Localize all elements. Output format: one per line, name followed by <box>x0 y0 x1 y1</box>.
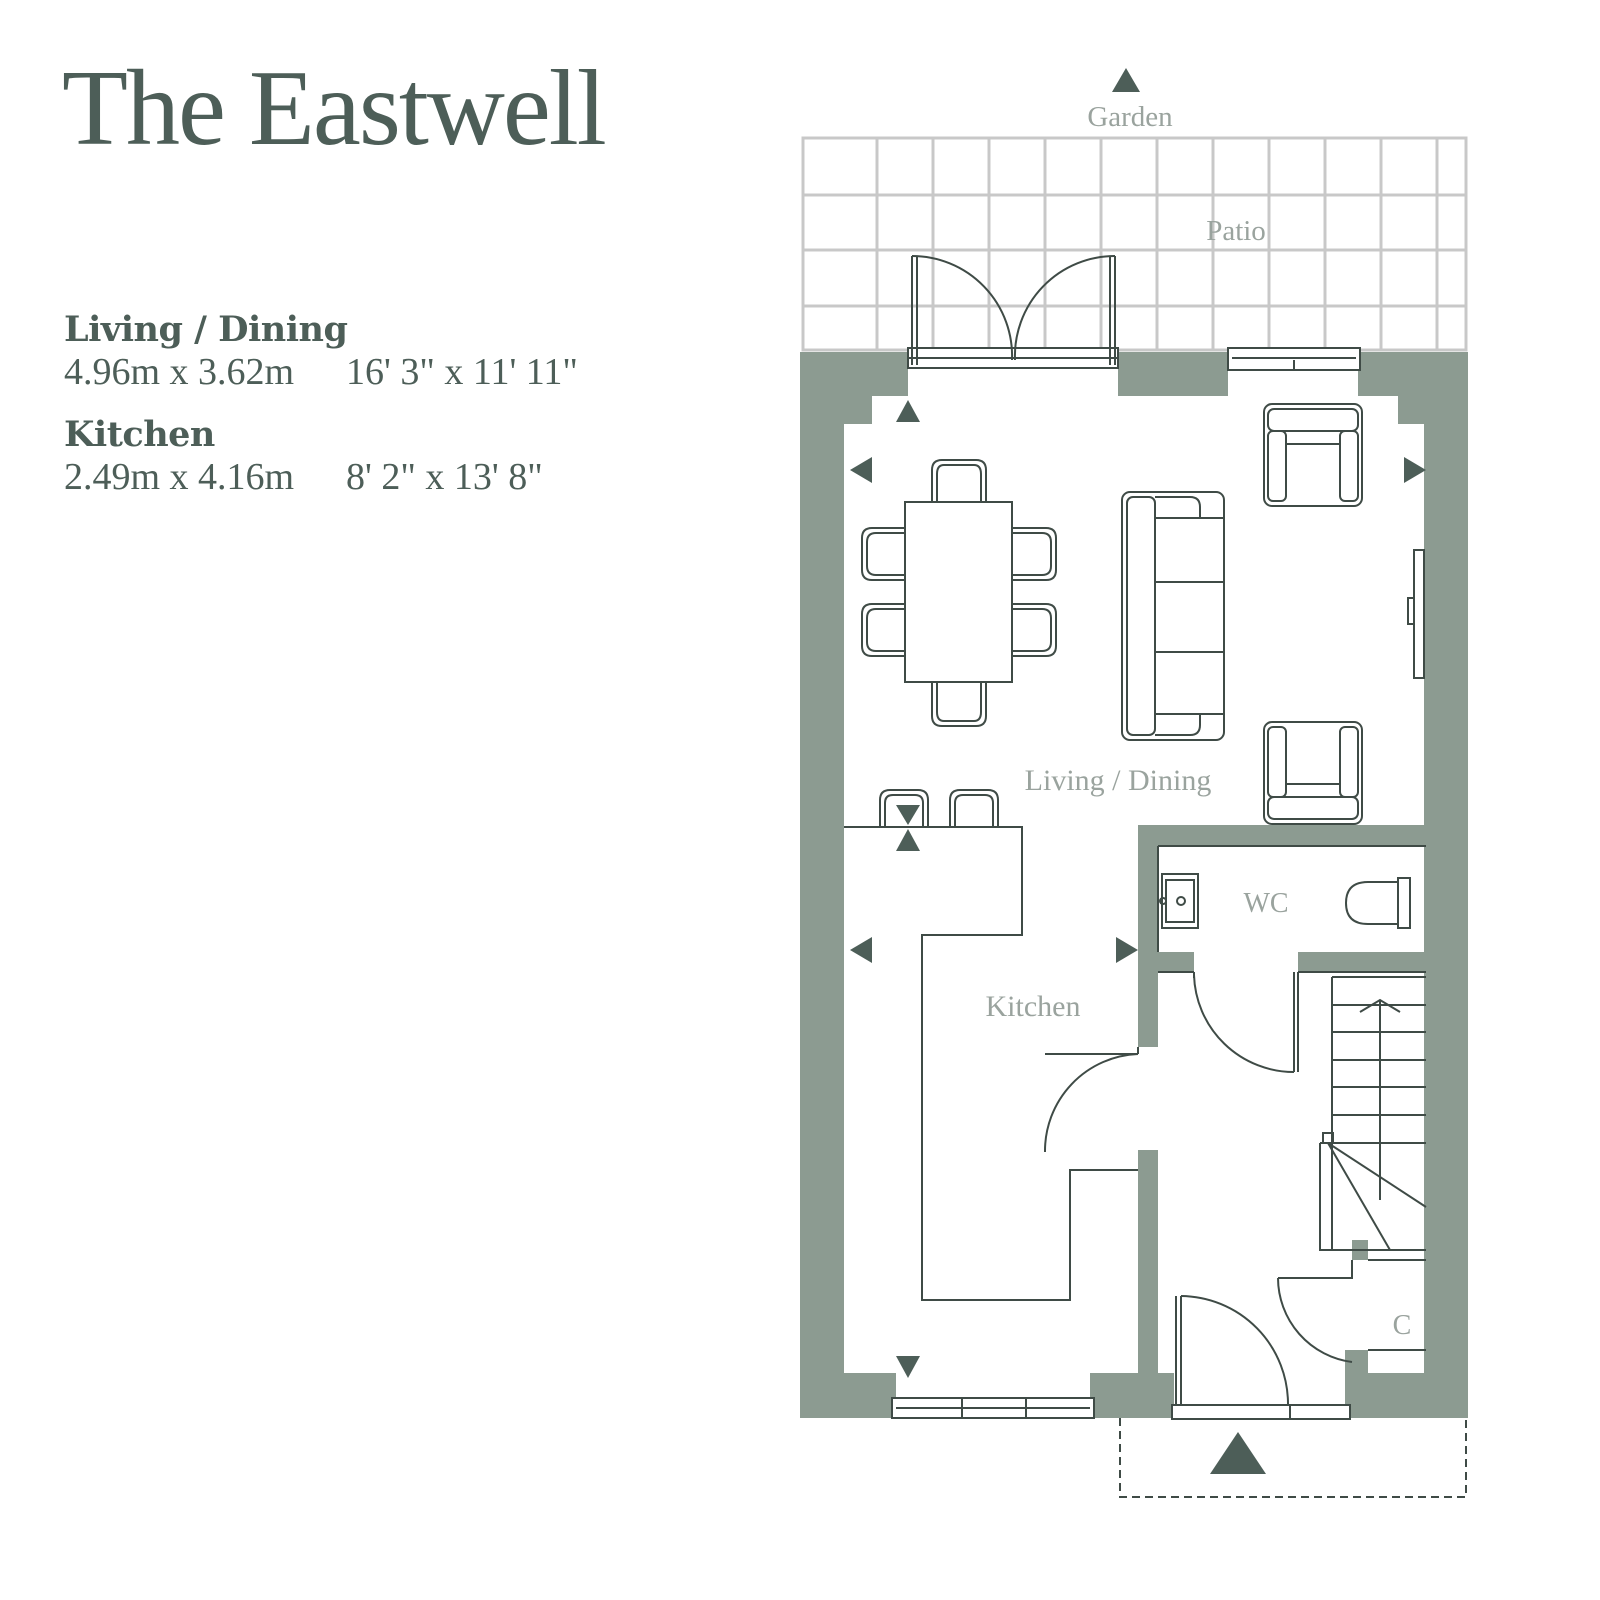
arrow-up-icon <box>896 400 920 422</box>
toilet <box>1344 881 1399 925</box>
wc-fittings <box>1159 873 1411 929</box>
room-spec-imperial: 16' 3" x 11' 11" <box>346 350 578 393</box>
staircase <box>1319 976 1427 1251</box>
arrow-up-icon <box>896 829 920 851</box>
page-title: The Eastwell <box>62 49 607 168</box>
garden-arrow-icon <box>1112 68 1140 92</box>
room-spec-metric: 4.96m x 3.62m <box>64 350 295 393</box>
room-spec-name: Kitchen <box>64 414 215 455</box>
room-spec-metric: 2.49m x 4.16m <box>64 455 295 498</box>
room-spec-dimensions: 4.96m x 3.62m 16' 3" x 11' 11" <box>64 350 578 394</box>
entrance-arrow-icon <box>1210 1432 1266 1474</box>
living-dining-label: Living / Dining <box>1025 764 1212 797</box>
garden-label: Garden <box>1087 101 1173 133</box>
arrow-down-icon <box>896 805 920 825</box>
armchair-bottom <box>1263 721 1363 825</box>
patio <box>801 136 1468 352</box>
sofa <box>1121 491 1225 741</box>
room-spec-kitchen: Kitchen 2.49m x 4.16m 8' 2" x 13' 8" <box>64 413 543 499</box>
room-spec-name: Living / Dining <box>64 309 348 350</box>
kitchen-label: Kitchen <box>986 990 1081 1023</box>
doors <box>1043 972 1353 1406</box>
patio-doors <box>911 255 1116 365</box>
arrow-right-icon <box>1116 937 1138 963</box>
bar-stools <box>879 789 999 827</box>
dining-set <box>861 459 1057 727</box>
wc-label: WC <box>1243 888 1288 919</box>
arrow-left-icon <box>850 457 872 483</box>
basin <box>1161 873 1199 929</box>
room-spec-living-dining: Living / Dining 4.96m x 3.62m 16' 3" x 11… <box>64 308 578 394</box>
armchair-top <box>1263 403 1363 507</box>
arrow-down-icon <box>896 1356 920 1378</box>
walls <box>800 352 1468 1418</box>
patio-label: Patio <box>1206 215 1266 247</box>
arrow-right-icon <box>1404 457 1426 483</box>
interior-lines <box>844 826 1426 1351</box>
room-spec-dimensions: 2.49m x 4.16m 8' 2" x 13' 8" <box>64 455 543 499</box>
arrow-left-icon <box>850 937 872 963</box>
tv-unit <box>1407 549 1425 679</box>
room-spec-imperial: 8' 2" x 13' 8" <box>346 455 543 498</box>
porch-outline <box>1119 1418 1467 1498</box>
dining-table <box>904 501 1013 683</box>
view-arrows <box>850 400 1426 1474</box>
cupboard-label: C <box>1393 1310 1412 1341</box>
